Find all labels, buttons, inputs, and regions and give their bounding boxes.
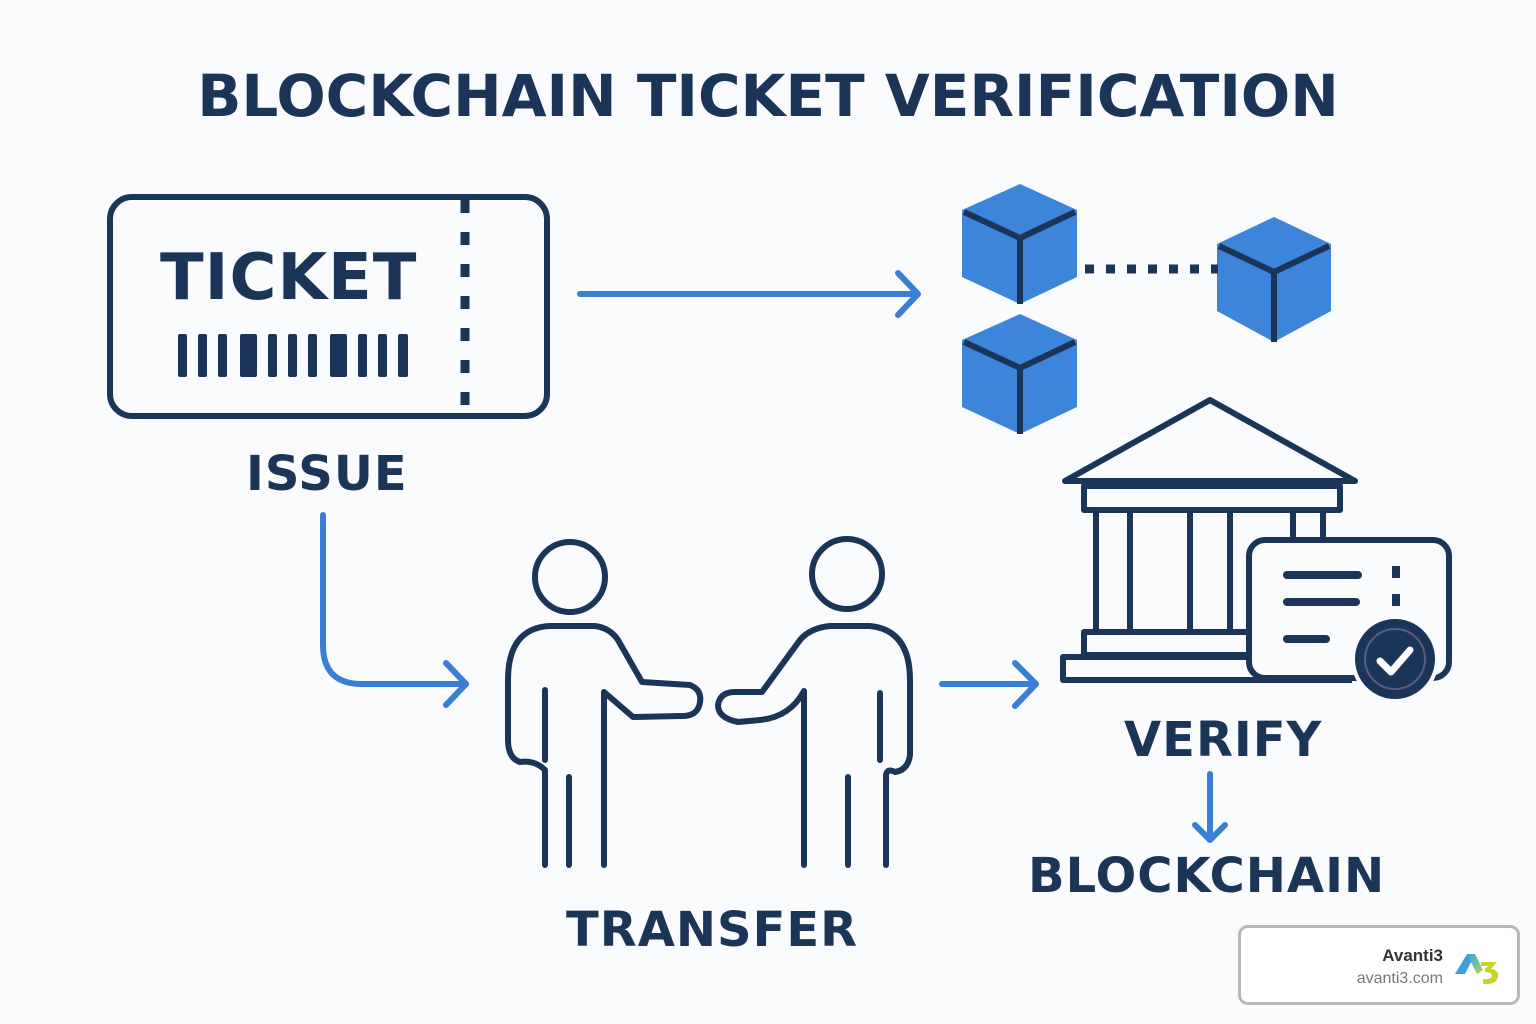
handshake-people-icon <box>505 536 913 868</box>
ticket-text: TICKET <box>160 241 418 315</box>
check-circle-icon <box>1351 615 1439 703</box>
step-transfer-label: TRANSFER <box>566 902 859 958</box>
step-blockchain-label: BLOCKCHAIN <box>1024 850 1390 902</box>
barcode <box>178 334 408 377</box>
step-verify-label: VERIFY <box>1124 712 1323 768</box>
cube <box>962 314 1077 434</box>
arrow-transfer-to-verify <box>939 660 1039 709</box>
arrow-ticket-to-blocks <box>577 270 921 318</box>
ticket-icon <box>107 194 550 419</box>
cube <box>1217 217 1331 342</box>
step-issue-label: ISSUE <box>246 446 408 502</box>
brand-logo <box>1455 954 1499 985</box>
bank-building-icon <box>1060 397 1358 683</box>
cube <box>962 184 1077 304</box>
diagram-title: BLOCKCHAIN TICKET VERIFICATION <box>197 62 1339 130</box>
arrow-verify-to-blockchain <box>1192 771 1228 843</box>
brand-name: Avanti3 <box>1382 946 1443 965</box>
arrow-issue-to-transfer <box>320 512 469 708</box>
brand-url[interactable]: avanti3.com <box>1356 970 1443 987</box>
brand-badge[interactable]: Avanti3 avanti3.com <box>1238 925 1520 1005</box>
blockchain-cubes-icon <box>962 184 1331 434</box>
